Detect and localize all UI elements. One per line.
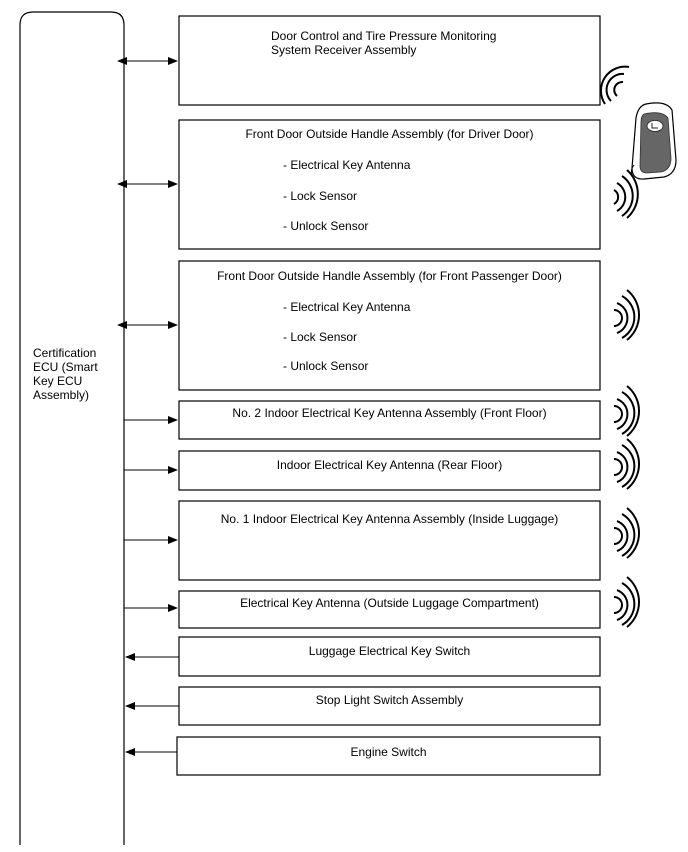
rear-floor-box bbox=[178, 450, 601, 491]
lexus-key-fob-icon bbox=[630, 102, 677, 180]
passenger-handle-title: Front Door Outside Handle Assembly (for … bbox=[217, 269, 562, 283]
ecu-label-line: ECU (Smart bbox=[33, 360, 98, 374]
radio-wave-icon bbox=[600, 65, 630, 105]
front-floor-title: No. 2 Indoor Electrical Key Antenna Asse… bbox=[232, 406, 547, 420]
door-control-line: System Receiver Assembly bbox=[271, 43, 417, 57]
engine-switch-title: Engine Switch bbox=[350, 745, 427, 759]
ecu-block bbox=[19, 11, 125, 845]
passenger-handle-item: - Lock Sensor bbox=[283, 330, 358, 344]
passenger-handle-item: - Unlock Sensor bbox=[283, 359, 369, 373]
driver-handle-item: - Unlock Sensor bbox=[283, 219, 369, 233]
inside-luggage-box bbox=[178, 500, 601, 581]
radio-wave-icon bbox=[613, 438, 640, 490]
radio-wave-icon bbox=[613, 385, 640, 437]
driver-handle-box bbox=[178, 119, 601, 250]
luggage-switch-title: Luggage Electrical Key Switch bbox=[308, 644, 471, 658]
door-control-box bbox=[178, 15, 601, 106]
outside-luggage-box bbox=[178, 590, 601, 629]
driver-handle-title: Front Door Outside Handle Assembly (for … bbox=[245, 127, 534, 141]
rear-floor-title: Indoor Electrical Key Antenna (Rear Floo… bbox=[276, 458, 503, 472]
radio-wave-icon bbox=[613, 169, 639, 219]
driver-handle-item: - Lock Sensor bbox=[283, 189, 358, 203]
door-control-title: Door Control and Tire Pressure Monitorin… bbox=[271, 29, 496, 57]
inside-luggage-title: No. 1 Indoor Electrical Key Antenna Asse… bbox=[220, 512, 559, 526]
passenger-handle-box bbox=[178, 260, 601, 391]
passenger-handle-item: - Electrical Key Antenna bbox=[283, 300, 411, 314]
driver-handle-item: - Electrical Key Antenna bbox=[283, 158, 411, 172]
radio-wave-icon bbox=[613, 576, 640, 628]
ecu-label-line: Assembly) bbox=[33, 388, 90, 402]
ecu-label-line: Key ECU bbox=[33, 374, 83, 388]
engine-switch-box bbox=[176, 736, 601, 776]
radio-wave-icon bbox=[613, 289, 640, 341]
front-floor-box bbox=[178, 400, 601, 440]
ecu-label: Certification ECU (Smart Key ECU Assembl… bbox=[33, 346, 123, 402]
radio-wave-icon bbox=[613, 507, 640, 559]
outside-luggage-title: Electrical Key Antenna (Outside Luggage … bbox=[240, 596, 539, 610]
ecu-label-line: Certification bbox=[33, 346, 97, 360]
stop-light-title: Stop Light Switch Assembly bbox=[315, 693, 464, 707]
door-control-line: Door Control and Tire Pressure Monitorin… bbox=[271, 29, 497, 43]
